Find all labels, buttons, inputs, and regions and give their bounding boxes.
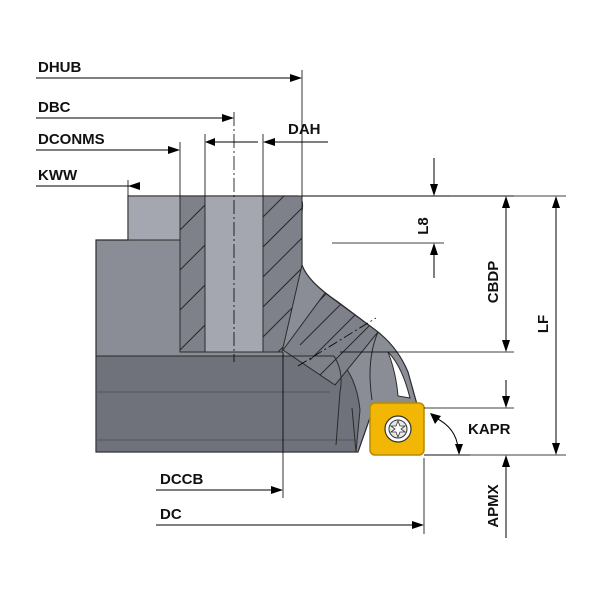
label-dah: DAH (288, 121, 321, 138)
hatch-right (263, 196, 302, 352)
seat-line (351, 407, 357, 453)
torx-screw-icon (384, 415, 412, 443)
dimension-labels: DHUB DBC DCONMS KWW DAH L8 CBDP LF KAPR … (38, 59, 552, 528)
drive-key-step (127, 195, 181, 241)
hatch-left (180, 196, 205, 352)
label-dc: DC (160, 506, 182, 523)
label-dhub: DHUB (38, 59, 81, 76)
label-kapr: KAPR (468, 421, 511, 438)
label-dbc: DBC (38, 99, 71, 116)
channel-centerline (297, 317, 377, 367)
cutting-insert (369, 402, 425, 456)
cutter-body (95, 195, 419, 453)
chip-gullet (387, 351, 411, 399)
label-dconms: DCONMS (38, 131, 105, 148)
label-kww: KWW (38, 167, 78, 184)
bore-wall-left (179, 195, 206, 353)
label-cbdp: CBDP (485, 261, 502, 304)
label-l8: L8 (415, 217, 432, 235)
label-lf: LF (535, 315, 552, 333)
label-apmx: APMX (485, 484, 502, 527)
label-dccb: DCCB (160, 471, 203, 488)
dimension-lines (36, 70, 566, 538)
pocket-edge (369, 331, 379, 401)
center-lines (233, 112, 377, 367)
